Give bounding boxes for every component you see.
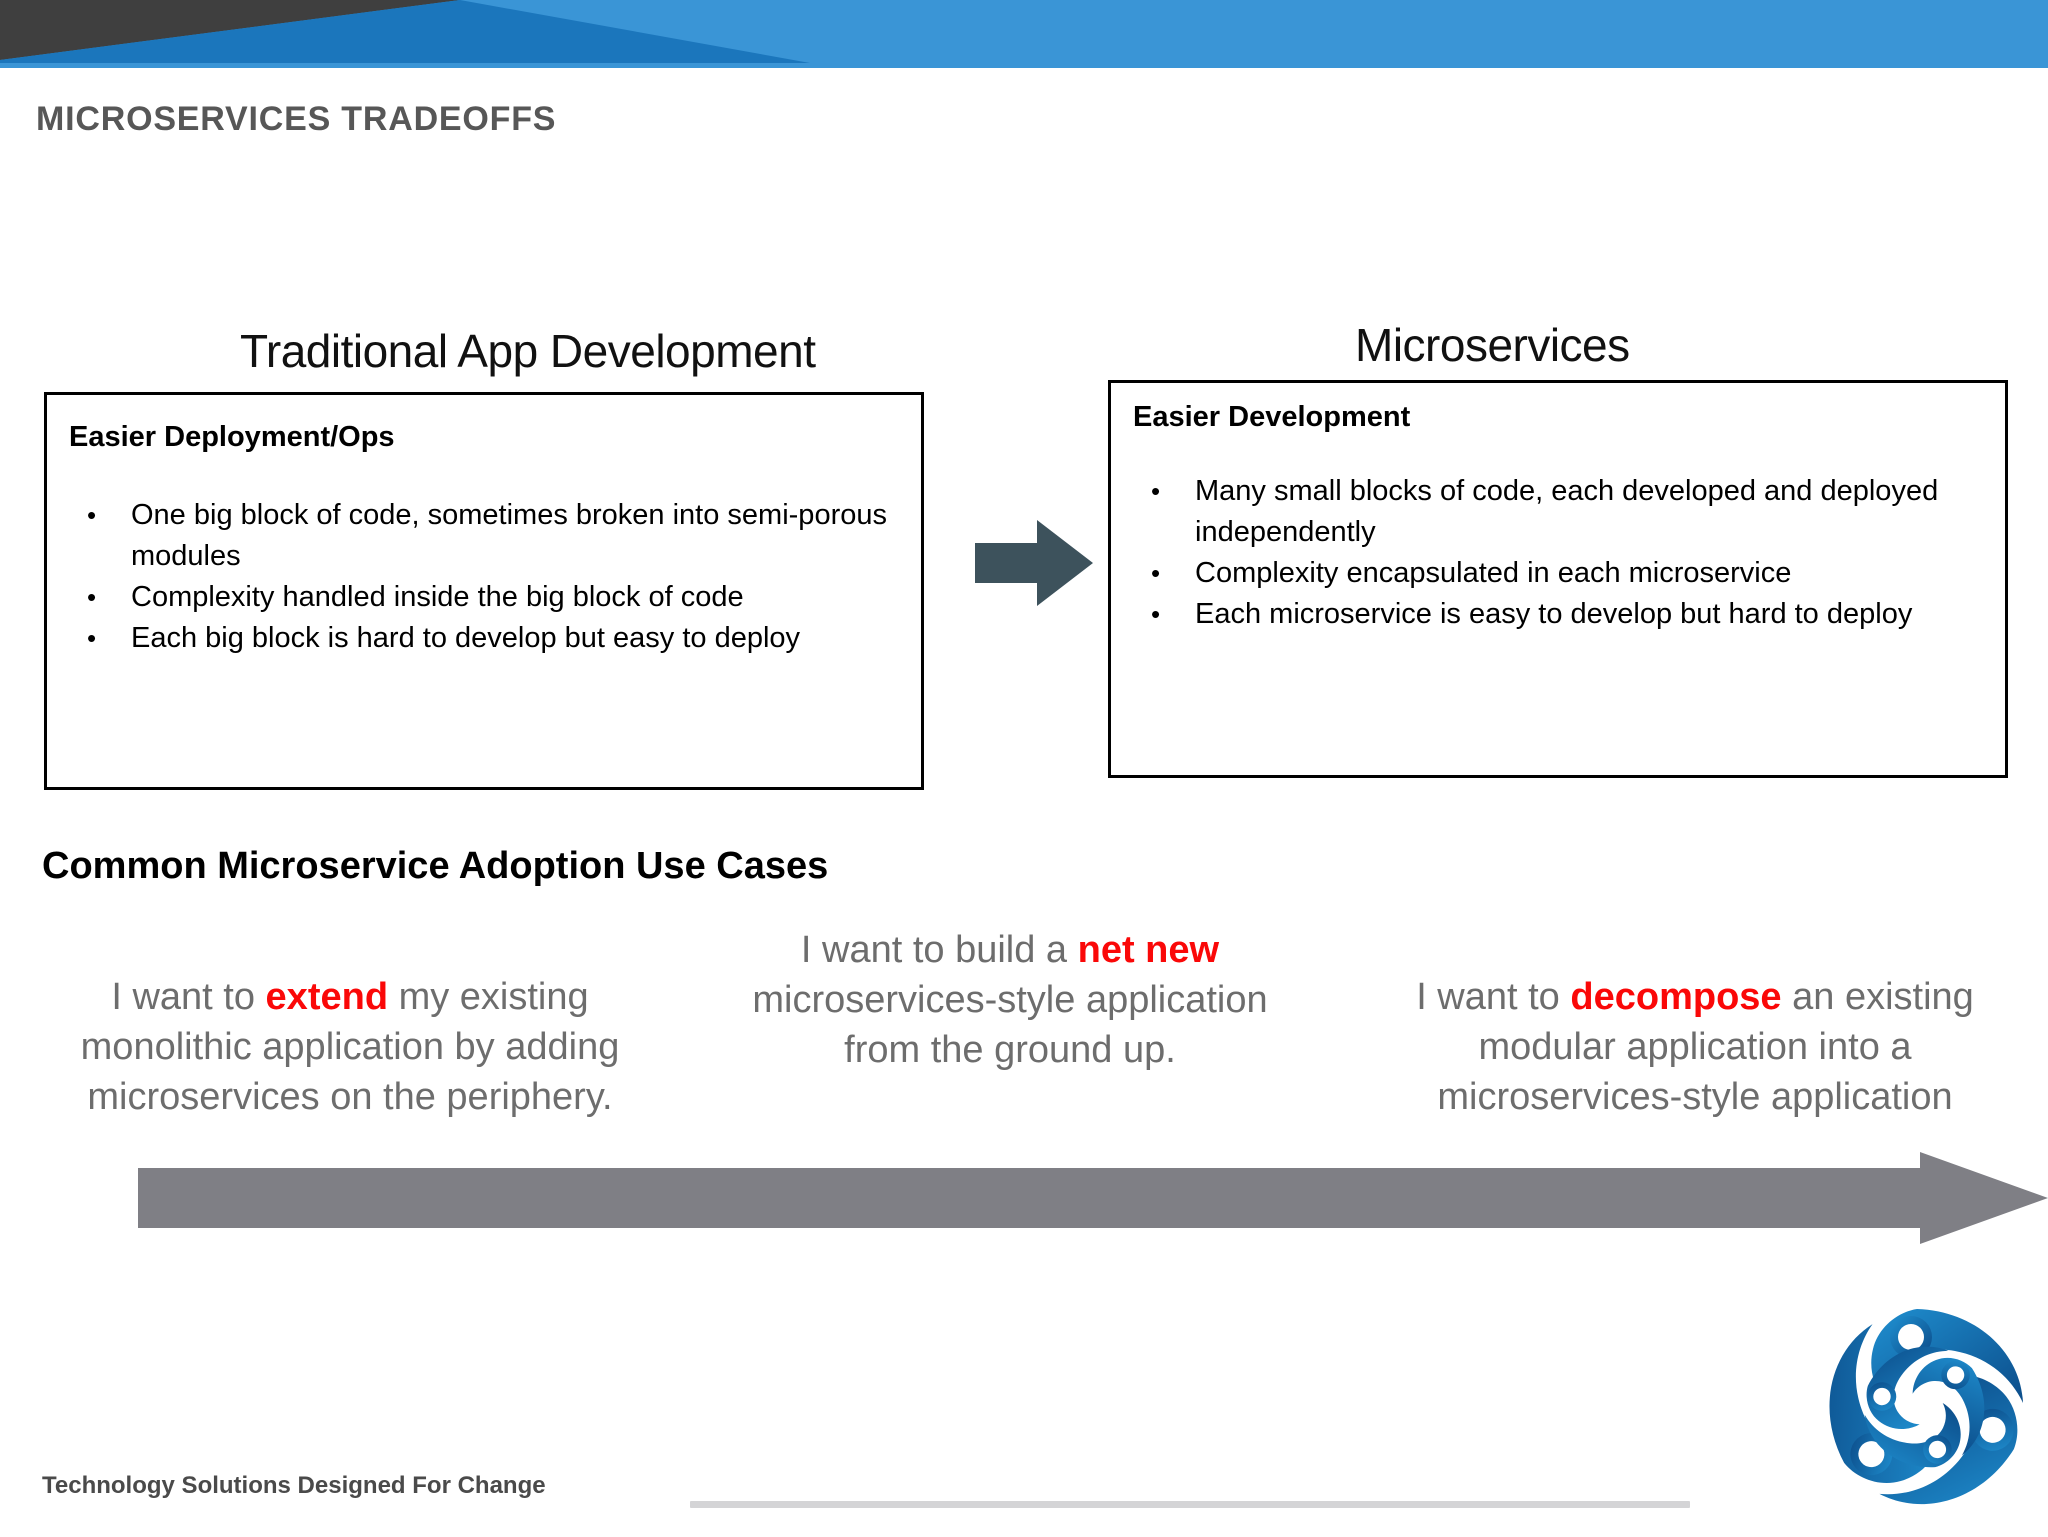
use-case-text-post: microservices-style application from the… — [752, 979, 1268, 1071]
use-case-text-pre: I want to build a — [800, 929, 1078, 971]
panel-title-easier-deployment-ops: Easier Deployment/Ops — [69, 421, 395, 453]
use-case-highlight: extend — [265, 976, 389, 1018]
list-item: Many small blocks of code, each develope… — [1133, 471, 1983, 553]
list-item: One big block of code, sometimes broken … — [69, 495, 899, 577]
panel-traditional-app-development: Easier Deployment/Ops One big block of c… — [44, 392, 924, 790]
use-case-text-pre: I want to — [1416, 976, 1571, 1018]
use-case-text-pre: I want to — [111, 976, 266, 1018]
column-heading-microservices: Microservices — [1355, 319, 1630, 371]
page-title: MICROSERVICES TRADEOFFS — [36, 100, 557, 138]
use-case-text-post: an existing modular application into a m… — [1437, 976, 1974, 1118]
list-item: Each big block is hard to develop but ea… — [69, 618, 899, 659]
use-case-decompose: I want to decompose an existing modular … — [1370, 972, 2020, 1122]
list-item: Each microservice is easy to develop but… — [1133, 594, 1983, 635]
list-item: Complexity handled inside the big block … — [69, 577, 899, 618]
section-heading-use-cases: Common Microservice Adoption Use Cases — [42, 845, 829, 887]
banner-bottom-edge — [0, 63, 2048, 68]
panel-microservices: Easier Development Many small blocks of … — [1108, 380, 2008, 778]
footer-divider — [690, 1501, 1690, 1508]
use-case-highlight: decompose — [1570, 976, 1782, 1018]
column-heading-traditional: Traditional App Development — [240, 325, 816, 377]
panel-title-easier-development: Easier Development — [1133, 401, 1411, 433]
banner-mid-blue-triangle — [0, 0, 810, 63]
use-case-net-new: I want to build a net new microservices-… — [710, 925, 1310, 1075]
company-swirl-logo-icon — [1800, 1282, 2048, 1532]
use-case-extend: I want to extend my existing monolithic … — [40, 972, 660, 1122]
bullet-list-traditional: One big block of code, sometimes broken … — [69, 495, 899, 659]
use-case-text-post: my existing monolithic application by ad… — [80, 976, 620, 1118]
header-banner — [0, 0, 2048, 68]
transition-arrow-icon — [975, 518, 1095, 608]
timeline-arrow-icon — [138, 1152, 2048, 1244]
use-case-highlight: net new — [1077, 929, 1220, 971]
bullet-list-microservices: Many small blocks of code, each develope… — [1133, 471, 1983, 635]
list-item: Complexity encapsulated in each microser… — [1133, 553, 1983, 594]
footer-tagline: Technology Solutions Designed For Change — [42, 1472, 546, 1499]
